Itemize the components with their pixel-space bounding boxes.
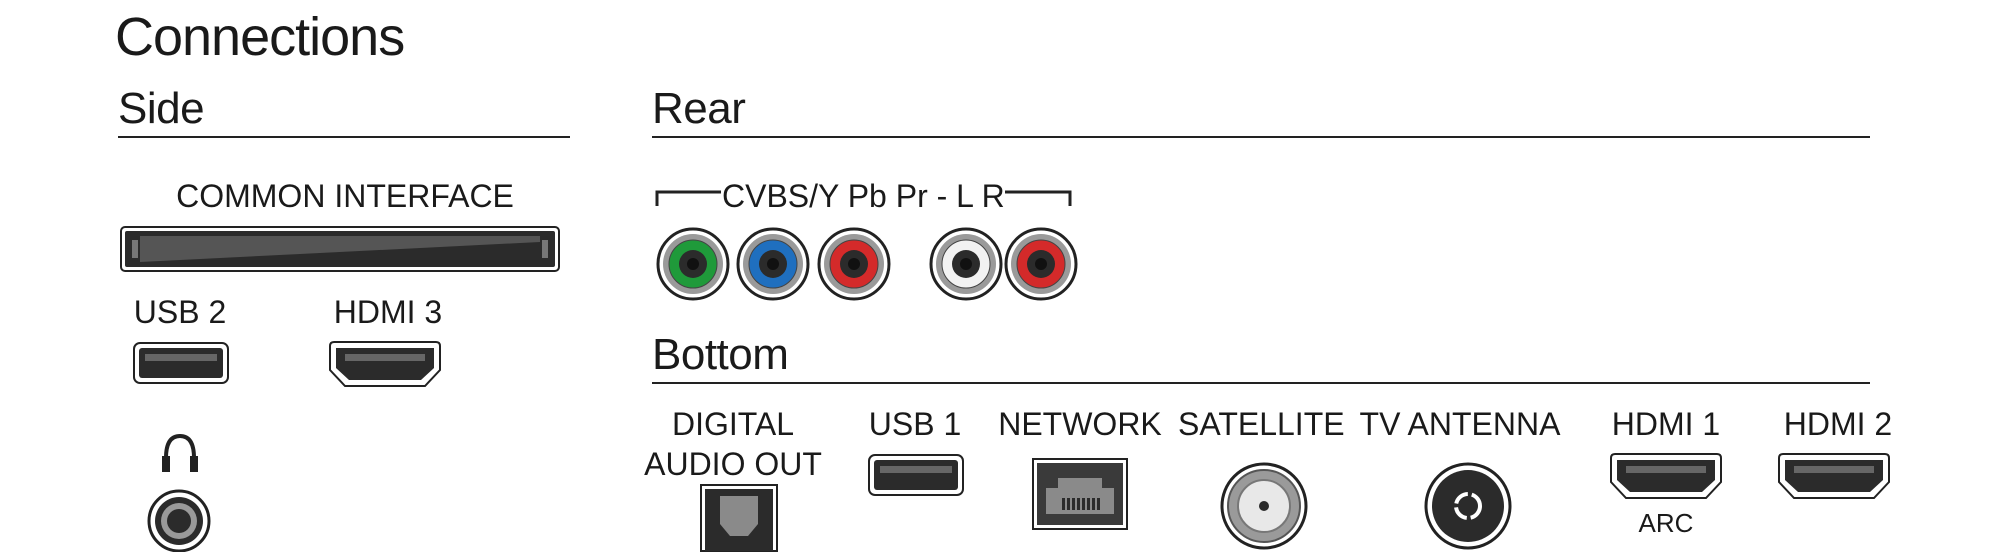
bottom-heading: Bottom — [652, 330, 789, 379]
hdmi2-port-icon[interactable] — [1776, 452, 1892, 500]
white-rca-jack[interactable] — [928, 226, 1004, 302]
satellite-port-icon[interactable] — [1218, 460, 1310, 552]
side-heading: Side — [118, 84, 205, 133]
cvbs-group-label: CVBS/Y Pb Pr - L R — [722, 178, 1005, 214]
network-label: NETWORK — [998, 406, 1162, 442]
network-port-icon[interactable] — [1032, 458, 1128, 530]
hdmi1-label: HDMI 1 — [1611, 406, 1721, 442]
rear-divider — [652, 136, 1870, 138]
hdmi1-arc-label: ARC — [1638, 508, 1694, 538]
hdmi2-label: HDMI 2 — [1783, 406, 1893, 442]
usb2-label: USB 2 — [133, 294, 227, 330]
common-interface-slot[interactable] — [120, 226, 560, 272]
tv-antenna-label: TV ANTENNA — [1359, 406, 1561, 442]
headphone-jack[interactable] — [144, 488, 214, 552]
page-title: Connections — [115, 7, 405, 67]
hdmi3-label: HDMI 3 — [333, 294, 443, 330]
red-rca-jack[interactable] — [816, 226, 892, 302]
green-rca-jack[interactable] — [655, 226, 731, 302]
side-divider — [118, 136, 570, 138]
rear-heading: Rear — [652, 84, 746, 133]
cvbs-bracket — [655, 190, 1072, 206]
headphones-icon — [162, 433, 198, 472]
bottom-divider — [652, 382, 1870, 384]
hdmi3-port-icon[interactable] — [327, 340, 443, 388]
blue-rca-jack[interactable] — [735, 226, 811, 302]
usb1-port-icon[interactable] — [868, 454, 964, 496]
digital-audio-label-line1: DIGITAL — [671, 406, 795, 442]
usb1-label: USB 1 — [868, 406, 962, 442]
usb2-port-icon[interactable] — [133, 342, 229, 384]
digital-audio-label-line2: AUDIO OUT — [644, 446, 822, 482]
red-rca-jack-audio[interactable] — [1003, 226, 1079, 302]
common-interface-label: COMMON INTERFACE — [176, 178, 514, 214]
digital-audio-out-port[interactable] — [700, 484, 780, 552]
tv-antenna-port-icon[interactable] — [1422, 460, 1514, 552]
satellite-label: SATELLITE — [1178, 406, 1345, 442]
hdmi1-port-icon[interactable] — [1608, 452, 1724, 500]
